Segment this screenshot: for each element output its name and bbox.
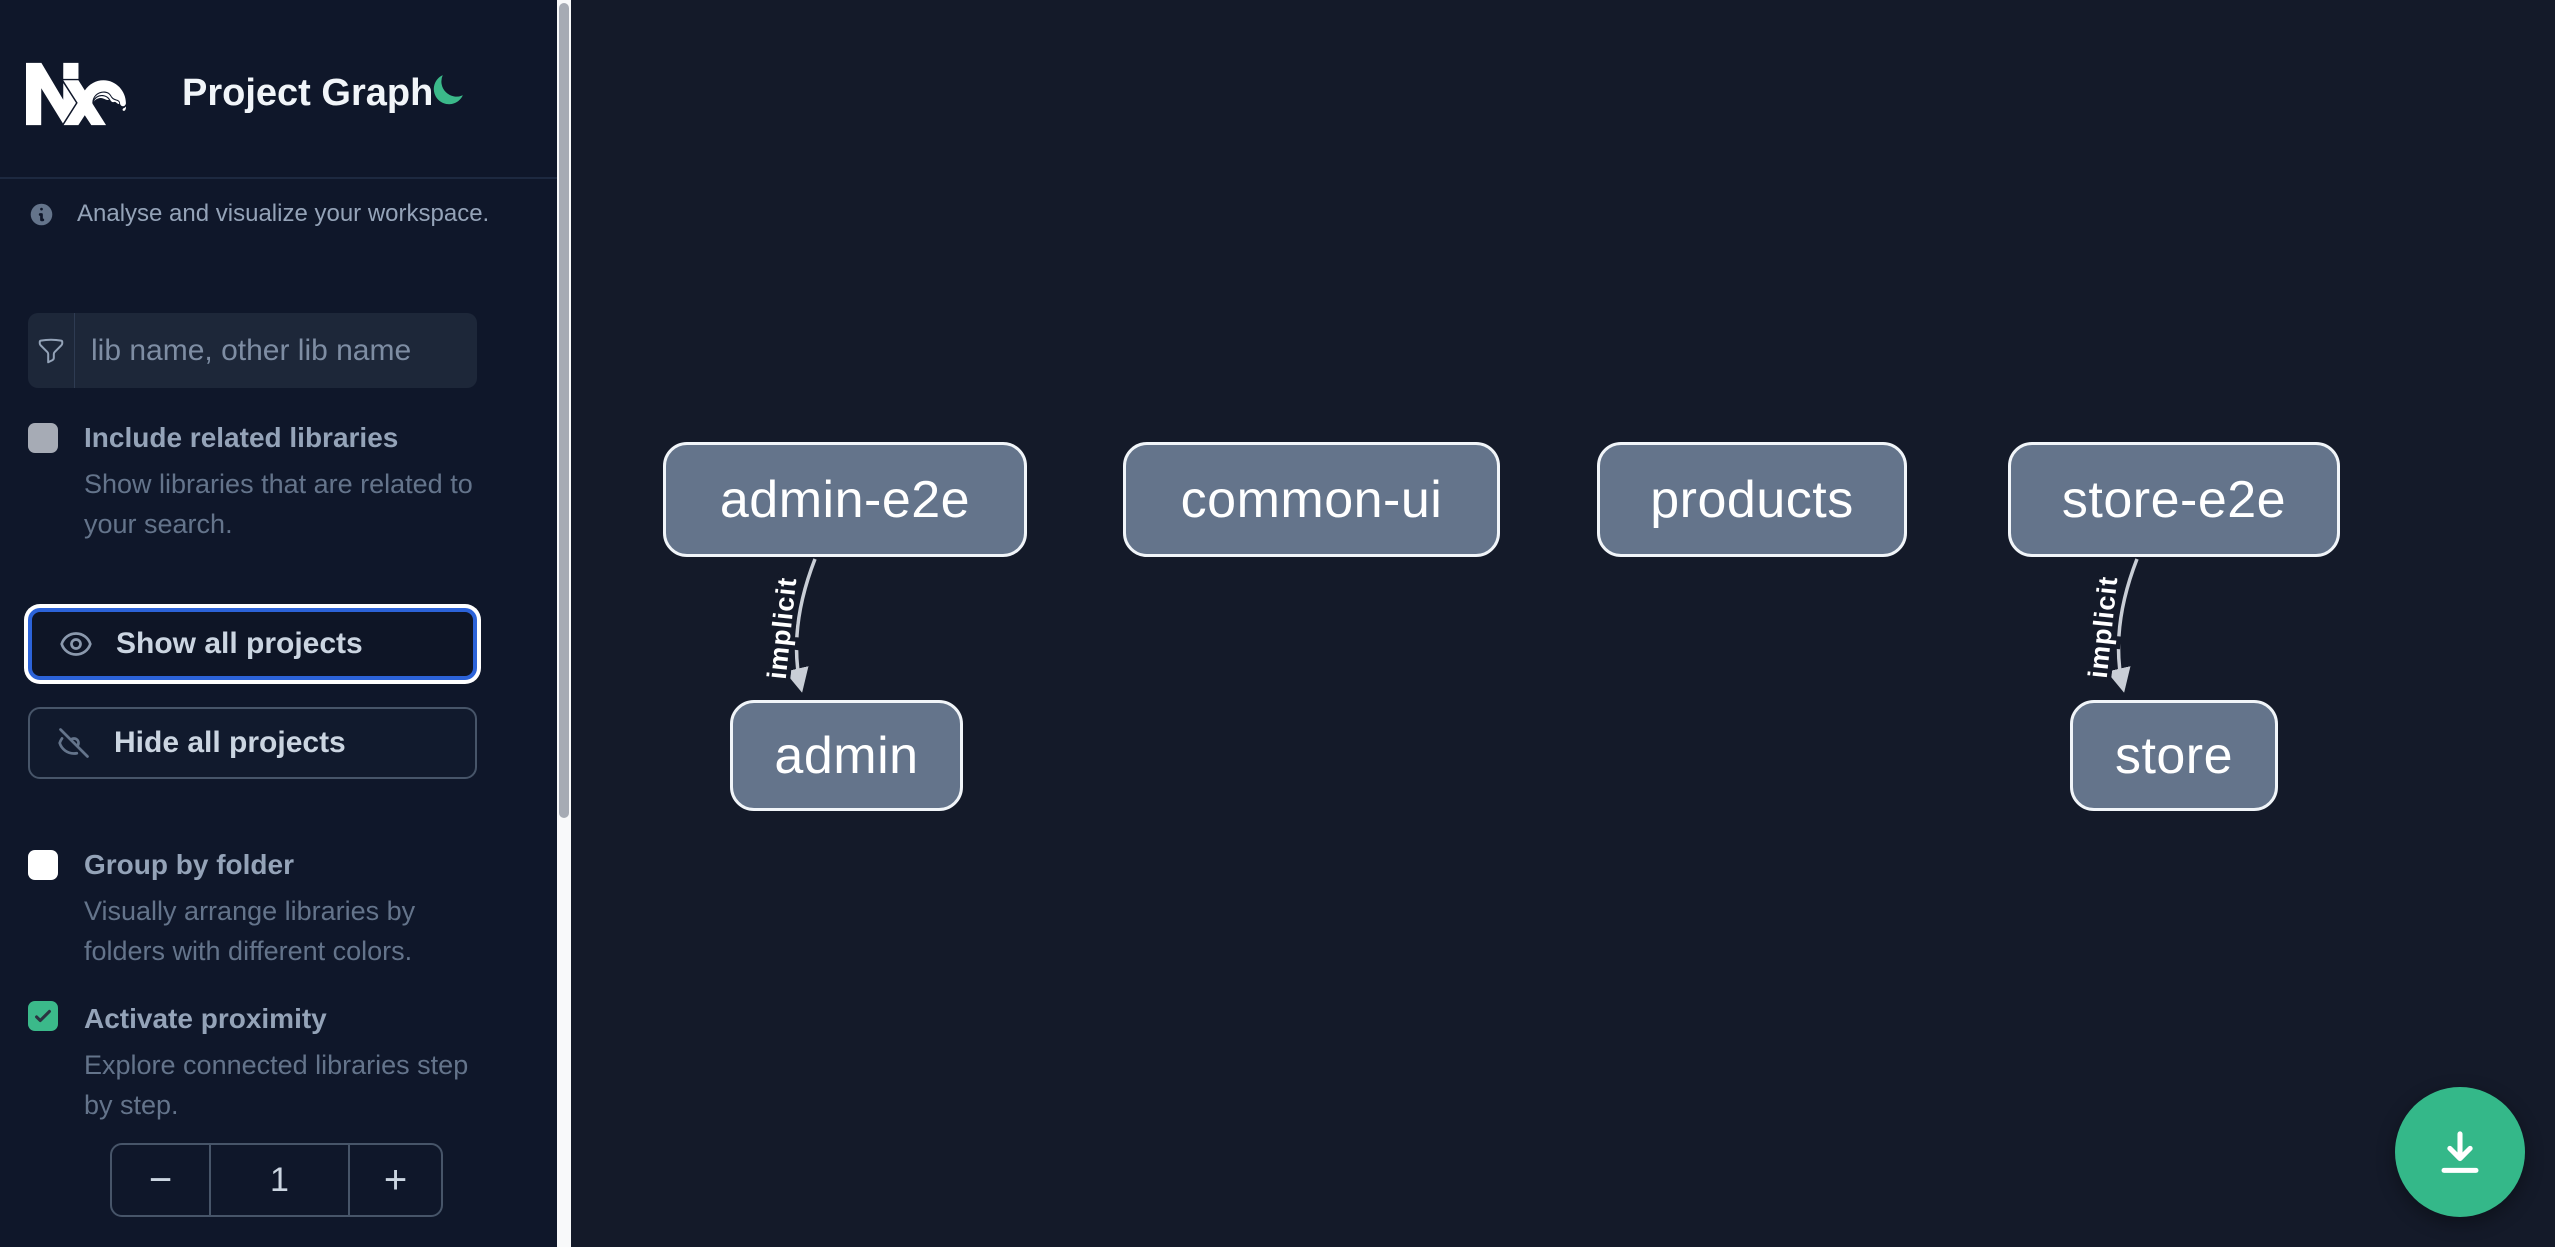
download-graph-button[interactable]: [2395, 1087, 2525, 1217]
graph-node-store-e2e[interactable]: store-e2e: [2008, 442, 2340, 557]
activate-proximity-desc-line2: by step.: [84, 1090, 179, 1120]
sidebar-scrollbar-thumb[interactable]: [559, 3, 569, 818]
include-related-label[interactable]: Include related libraries: [84, 422, 399, 453]
eye-icon: [60, 632, 92, 656]
page-title: Project Graph: [182, 72, 434, 114]
group-by-folder-desc-line1: Visually arrange libraries by: [84, 896, 416, 926]
workspace-info: Analyse and visualize your workspace.: [28, 200, 489, 228]
activate-proximity-checkbox[interactable]: [28, 1001, 58, 1031]
edge-admin-e2e-admin: [784, 558, 817, 693]
group-by-folder-row: Group by folder Visually arrange librari…: [28, 847, 533, 977]
funnel-icon-cell: [28, 313, 75, 388]
group-by-folder-label[interactable]: Group by folder: [84, 849, 294, 880]
node-label: store-e2e: [2061, 470, 2287, 529]
activate-proximity-row: Activate proximity Explore connected lib…: [28, 997, 533, 1127]
graph-node-products[interactable]: products: [1597, 442, 1907, 557]
node-label: store: [2114, 726, 2234, 785]
graph-node-store[interactable]: store: [2070, 700, 2278, 811]
edge-store-e2e-store: [2106, 558, 2139, 693]
check-icon: [35, 1009, 51, 1023]
hide-all-projects-button[interactable]: Hide all projects: [28, 707, 477, 779]
show-all-projects-label: Show all projects: [116, 627, 363, 660]
sidebar-scrollbar-track[interactable]: [557, 0, 571, 1247]
node-label: products: [1650, 470, 1854, 529]
include-related-desc-line2: your search.: [84, 509, 233, 539]
node-label: admin-e2e: [719, 470, 971, 529]
header-divider: [0, 177, 557, 179]
node-label: admin: [774, 726, 919, 785]
moon-icon: [433, 75, 463, 105]
info-text: Analyse and visualize your workspace.: [77, 200, 490, 227]
eye-off-icon: [58, 728, 89, 758]
nx-logo: [26, 62, 126, 126]
include-related-row: Include related libraries Show libraries…: [28, 420, 533, 550]
include-related-desc-line1: Show libraries that are related to: [84, 469, 473, 499]
stepper-decrement-button[interactable]: −: [112, 1145, 209, 1215]
group-by-folder-checkbox[interactable]: [28, 850, 58, 880]
search-box: [28, 313, 477, 388]
download-icon: [2441, 1131, 2479, 1173]
activate-proximity-desc-line1: Explore connected libraries step: [84, 1050, 469, 1080]
graph-node-admin-e2e[interactable]: admin-e2e: [663, 442, 1027, 557]
search-input[interactable]: [75, 313, 477, 388]
sidebar: Project Graph Analyse and visualize your…: [0, 0, 557, 1247]
edge-label-implicit: implicit: [2083, 575, 2124, 680]
graph-node-admin[interactable]: admin: [730, 700, 963, 811]
graph-node-common-ui[interactable]: common-ui: [1123, 442, 1500, 557]
hide-all-projects-label: Hide all projects: [114, 726, 346, 759]
theme-toggle-button[interactable]: [430, 70, 468, 108]
group-by-folder-desc-line2: folders with different colors.: [84, 936, 413, 966]
show-all-projects-button[interactable]: Show all projects: [28, 608, 477, 680]
info-icon: [30, 203, 53, 225]
stepper-value: 1: [209, 1145, 350, 1215]
edge-label-implicit: implicit: [762, 576, 803, 681]
funnel-icon: [38, 338, 64, 363]
node-label: common-ui: [1180, 470, 1443, 529]
stepper-increment-button[interactable]: +: [350, 1145, 441, 1215]
activate-proximity-label[interactable]: Activate proximity: [84, 1003, 327, 1034]
include-related-checkbox[interactable]: [28, 423, 58, 453]
proximity-stepper: − 1 +: [110, 1143, 443, 1217]
